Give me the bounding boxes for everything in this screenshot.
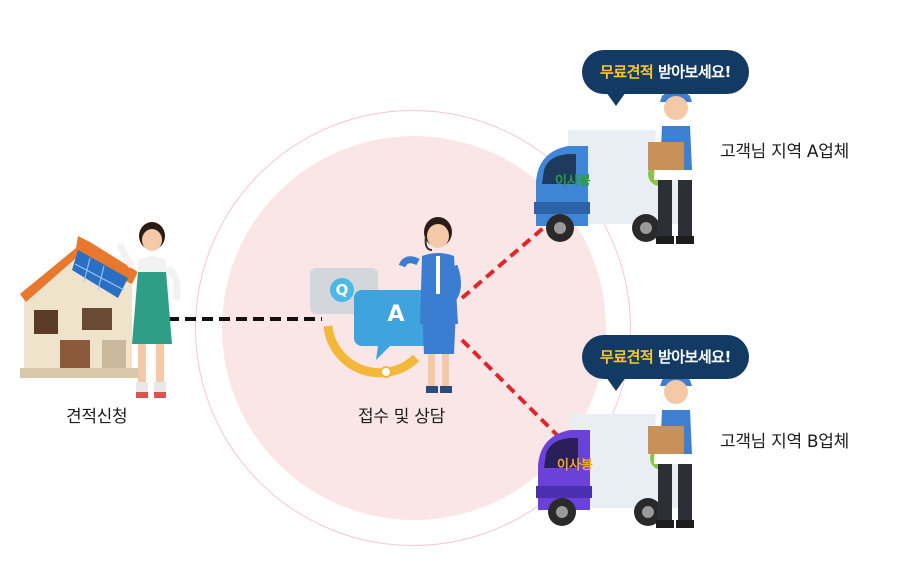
outer-ring: [195, 110, 631, 546]
vendor-a-label: 고객님 지역 A업체: [720, 142, 849, 162]
vendor-b-bubble-tail: [606, 377, 626, 391]
connector-consult-vendor-b: [460, 338, 568, 446]
vendor-b-speech-bubble: 무료견적 받아보세요!: [582, 335, 749, 379]
vendor-a-mover-icon: [648, 90, 698, 244]
bubble-text: 받아보세요!: [657, 63, 731, 81]
house-icon: [20, 236, 138, 378]
bubble-text: 받아보세요!: [657, 348, 731, 366]
step-apply-label: 견적신청: [66, 407, 128, 427]
counselor-woman-icon: [398, 217, 461, 393]
vendor-b-truck-logo: 이사봉: [557, 458, 593, 473]
a-letter: A: [387, 302, 405, 327]
bubble-highlight: 무료견적: [600, 348, 654, 366]
vendor-a-truck-icon: [534, 130, 678, 242]
connector-consult-vendor-a: [460, 222, 550, 300]
q-letter: Q: [335, 281, 349, 299]
vendor-a-speech-bubble: 무료견적 받아보세요!: [582, 50, 749, 94]
vendor-a-bubble-tail: [606, 92, 626, 106]
bubble-highlight: 무료견적: [600, 63, 654, 81]
vendor-b-mover-icon: [648, 374, 698, 528]
vendor-a-truck-logo: 이사봉: [555, 174, 591, 189]
step-consult-label: 접수 및 상담: [358, 407, 445, 427]
vendor-b-label: 고객님 지역 B업체: [720, 432, 849, 452]
applicant-woman-icon: [116, 222, 181, 398]
qa-cycle-graphic: [310, 268, 430, 378]
